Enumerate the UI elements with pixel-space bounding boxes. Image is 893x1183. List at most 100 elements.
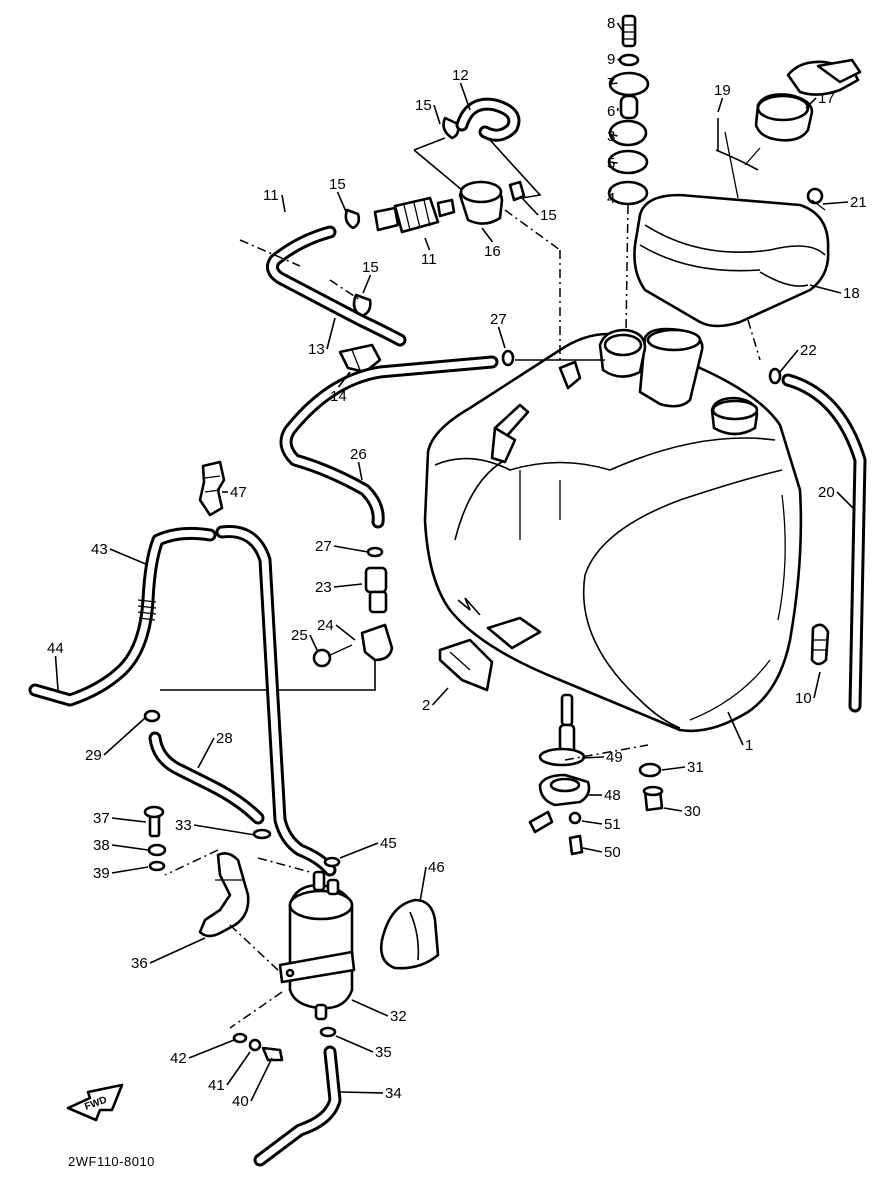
leader-31: [661, 766, 686, 771]
callout-36: 36: [131, 955, 148, 972]
leader-12: [459, 82, 471, 111]
leader-10: [813, 671, 821, 699]
callout-24: 24: [317, 617, 334, 634]
leader-42: [188, 1039, 235, 1059]
leader-13: [326, 317, 336, 350]
hose-43: [28, 460, 337, 877]
callout-31: 31: [687, 759, 704, 776]
leader-15: [521, 197, 539, 216]
leader-46: [419, 866, 427, 903]
callout-10: 10: [795, 690, 812, 707]
fuel-cock: [160, 566, 394, 691]
leader-22: [779, 349, 799, 373]
callout-11: 11: [421, 251, 437, 268]
leader-1: [727, 711, 744, 746]
leader-29: [103, 717, 146, 756]
leader-26: [357, 461, 363, 481]
callout-33: 33: [175, 817, 192, 834]
leader-28: [197, 737, 215, 769]
leader-4: [608, 188, 612, 195]
callout-34: 34: [385, 1085, 402, 1102]
small-hardware: [143, 805, 284, 1062]
leader-37: [111, 817, 147, 823]
tank-cover-assembly: [633, 58, 862, 361]
leader-6: [616, 107, 619, 112]
callout-30: 30: [684, 803, 701, 820]
callout-28: 28: [216, 730, 233, 747]
leader-16: [481, 227, 494, 243]
leader-3: [609, 133, 618, 137]
callout-22: 22: [800, 342, 817, 359]
callout-39: 39: [93, 865, 110, 882]
fuel-filter-32: [164, 849, 440, 1029]
leader-17: [805, 97, 817, 109]
leader-15: [362, 274, 372, 294]
callout-13: 13: [308, 341, 325, 358]
callout-26: 26: [350, 446, 367, 463]
leader-19: [717, 97, 724, 113]
hose-34: [252, 828, 342, 1167]
callout-3: 3: [607, 128, 615, 145]
leader-25: [309, 634, 319, 653]
leader-11: [424, 237, 431, 251]
hose-28: [143, 709, 265, 825]
leader-40: [250, 1057, 273, 1102]
callout-44: 44: [47, 640, 64, 657]
callout-7: 7: [607, 75, 615, 92]
leader-43: [109, 548, 149, 566]
callout-20: 20: [818, 484, 835, 501]
callout-6: 6: [607, 103, 615, 120]
callout-27: 27: [315, 538, 332, 555]
callout-46: 46: [428, 859, 445, 876]
leader-51: [581, 820, 603, 825]
callout-23: 23: [315, 579, 332, 596]
leader-27: [497, 326, 506, 349]
callout-4: 4: [607, 190, 615, 207]
hose-13-assembly: [239, 225, 407, 374]
callout-51: 51: [604, 816, 621, 833]
tank-lower-parts: [438, 638, 664, 856]
leader-32: [351, 999, 389, 1017]
leader-35: [335, 1035, 374, 1053]
leader-34: [339, 1091, 384, 1094]
leader-7: [609, 82, 618, 85]
callout-47: 47: [230, 484, 247, 501]
leader-5: [608, 161, 618, 164]
fuel-pump-unit: [344, 97, 561, 360]
callout-1: 1: [745, 737, 753, 754]
leader-50: [582, 847, 603, 853]
leader-11: [281, 194, 286, 213]
leader-24: [335, 624, 356, 641]
callout-2: 2: [422, 697, 430, 714]
leader-15: [336, 191, 348, 215]
callout-29: 29: [85, 747, 102, 764]
callout-40: 40: [232, 1093, 249, 1110]
callout-38: 38: [93, 837, 110, 854]
callout-25: 25: [291, 627, 308, 644]
callout-8: 8: [607, 15, 615, 32]
leader-8: [616, 22, 623, 31]
callout-32: 32: [390, 1008, 407, 1025]
callout-18: 18: [843, 285, 860, 302]
leader-20: [836, 491, 854, 509]
callout-17: 17: [818, 90, 835, 107]
callout-5: 5: [607, 155, 615, 172]
callout-35: 35: [375, 1044, 392, 1061]
hose-26: [279, 349, 605, 558]
callout-21: 21: [850, 194, 867, 211]
callout-43: 43: [91, 541, 108, 558]
callout-15: 15: [415, 97, 432, 114]
leader-33: [193, 824, 256, 836]
leader-30: [663, 807, 683, 812]
callout-50: 50: [604, 844, 621, 861]
leader-21: [822, 201, 849, 205]
callout-27: 27: [490, 311, 507, 328]
callout-49: 49: [606, 749, 623, 766]
leader-14: [337, 371, 351, 388]
leader-lines: [54, 22, 854, 1102]
callout-37: 37: [93, 810, 110, 827]
drawing-code: 2WF110-8010: [68, 1154, 155, 1169]
callout-45: 45: [380, 835, 397, 852]
leader-36: [149, 937, 206, 964]
